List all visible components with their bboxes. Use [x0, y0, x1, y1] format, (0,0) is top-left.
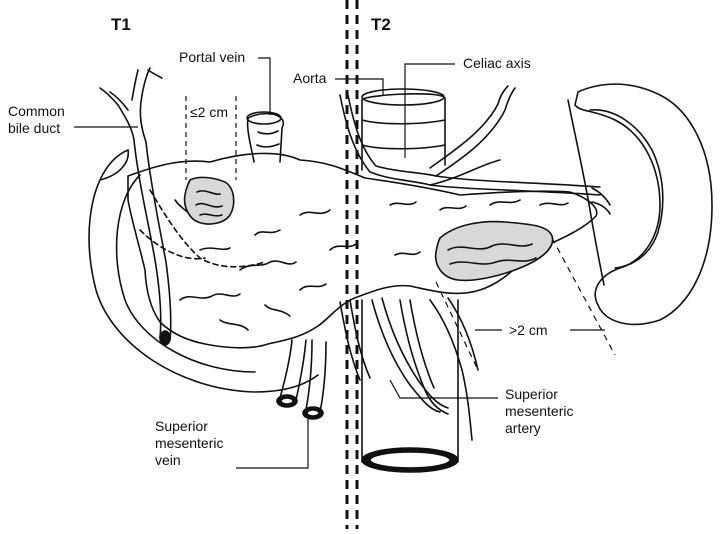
smv-opening-lumen — [281, 398, 293, 404]
size-line-t2-left — [436, 282, 478, 370]
lobule — [330, 244, 356, 250]
label-superior-mesenteric-vein: Superior mesenteric vein — [155, 418, 223, 469]
leader-aorta — [335, 79, 383, 96]
lobule — [220, 320, 248, 330]
duodenum-fold — [100, 150, 128, 180]
lobule — [390, 202, 416, 205]
spleen-hilum — [592, 188, 610, 214]
tumor-t2 — [436, 222, 553, 281]
bile-duct-opening — [160, 331, 170, 345]
portal-vein-2 — [248, 118, 254, 162]
label-portal-vein: Portal vein — [177, 49, 247, 66]
smv-2 — [296, 340, 306, 400]
lobule — [265, 305, 290, 316]
smv-4 — [320, 342, 326, 412]
label-aorta: Aorta — [291, 70, 328, 87]
smv-opening-lumen-2 — [307, 410, 319, 416]
intestine-wall-2 — [448, 298, 478, 370]
lobule — [440, 206, 466, 210]
portal-vein-ring — [258, 131, 278, 134]
bile-duct-branch-right-2 — [132, 70, 138, 100]
smv-3 — [306, 340, 312, 410]
label-common-bile-duct: Common bile duct — [8, 103, 65, 137]
lobule — [395, 252, 420, 255]
sma-branch-3 — [350, 300, 370, 378]
stage-label-t2: T2 — [371, 16, 391, 33]
sma-branch-2 — [410, 300, 434, 388]
leader-sma — [390, 380, 498, 398]
label-size-gt2cm: >2 cm — [507, 322, 550, 339]
label-superior-mesenteric-artery: Superior mesenteric artery — [505, 386, 573, 437]
bile-duct-branch-right — [142, 68, 150, 95]
lobule — [300, 284, 326, 290]
lobule — [255, 230, 280, 235]
spleen-inner — [590, 110, 663, 268]
hepatic-branch-2 — [430, 86, 508, 168]
leader-portal-vein — [258, 58, 270, 115]
tumor-t1 — [185, 177, 234, 224]
bile-duct-branch-top — [148, 70, 162, 78]
lobule — [300, 210, 330, 215]
aorta-ring — [362, 120, 445, 124]
lobule — [180, 294, 240, 300]
common-bile-duct — [118, 105, 161, 338]
portal-vein-ring — [257, 144, 279, 147]
intestine-wall — [430, 300, 472, 440]
label-celiac-axis: Celiac axis — [461, 55, 533, 72]
leader-smv — [236, 416, 308, 468]
lobule — [540, 203, 568, 205]
lobule — [490, 200, 520, 205]
celiac-artery-2 — [348, 95, 600, 187]
label-size-le2cm: ≤2 cm — [188, 104, 230, 121]
lobule — [200, 248, 230, 250]
stage-label-t1: T1 — [111, 16, 131, 33]
leader-celiac — [405, 64, 455, 158]
aorta-ring — [362, 145, 445, 149]
size-line-t2-right — [552, 238, 615, 355]
spleen — [575, 84, 712, 324]
aorta-bottom-lumen — [370, 452, 450, 468]
